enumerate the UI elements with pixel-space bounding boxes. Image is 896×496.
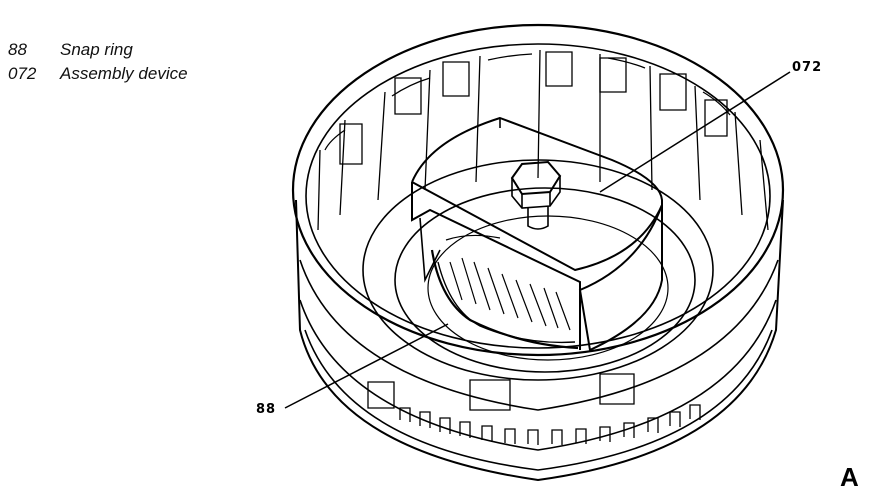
callout-label-88: 88 [256,402,277,417]
leader-line-072 [600,72,790,192]
legend-item: 88 Snap ring [8,38,188,62]
legend-label: Assembly device [60,64,188,83]
snap-ring-88 [432,235,578,348]
parts-legend: 88 Snap ring 072 Assembly device [8,38,188,86]
housing-body [296,200,783,480]
housing-segments [318,50,768,230]
housing-outer-rim [293,25,783,355]
figure-letter: A [840,462,859,492]
callout-label-072: 072 [792,60,823,75]
legend-number: 88 [8,40,27,59]
legend-label: Snap ring [60,40,133,59]
assembly-device-072 [412,118,662,350]
legend-item: 072 Assembly device [8,62,188,86]
legend-number: 072 [8,64,37,83]
housing-teeth [368,374,700,445]
leader-line-88 [285,324,448,408]
